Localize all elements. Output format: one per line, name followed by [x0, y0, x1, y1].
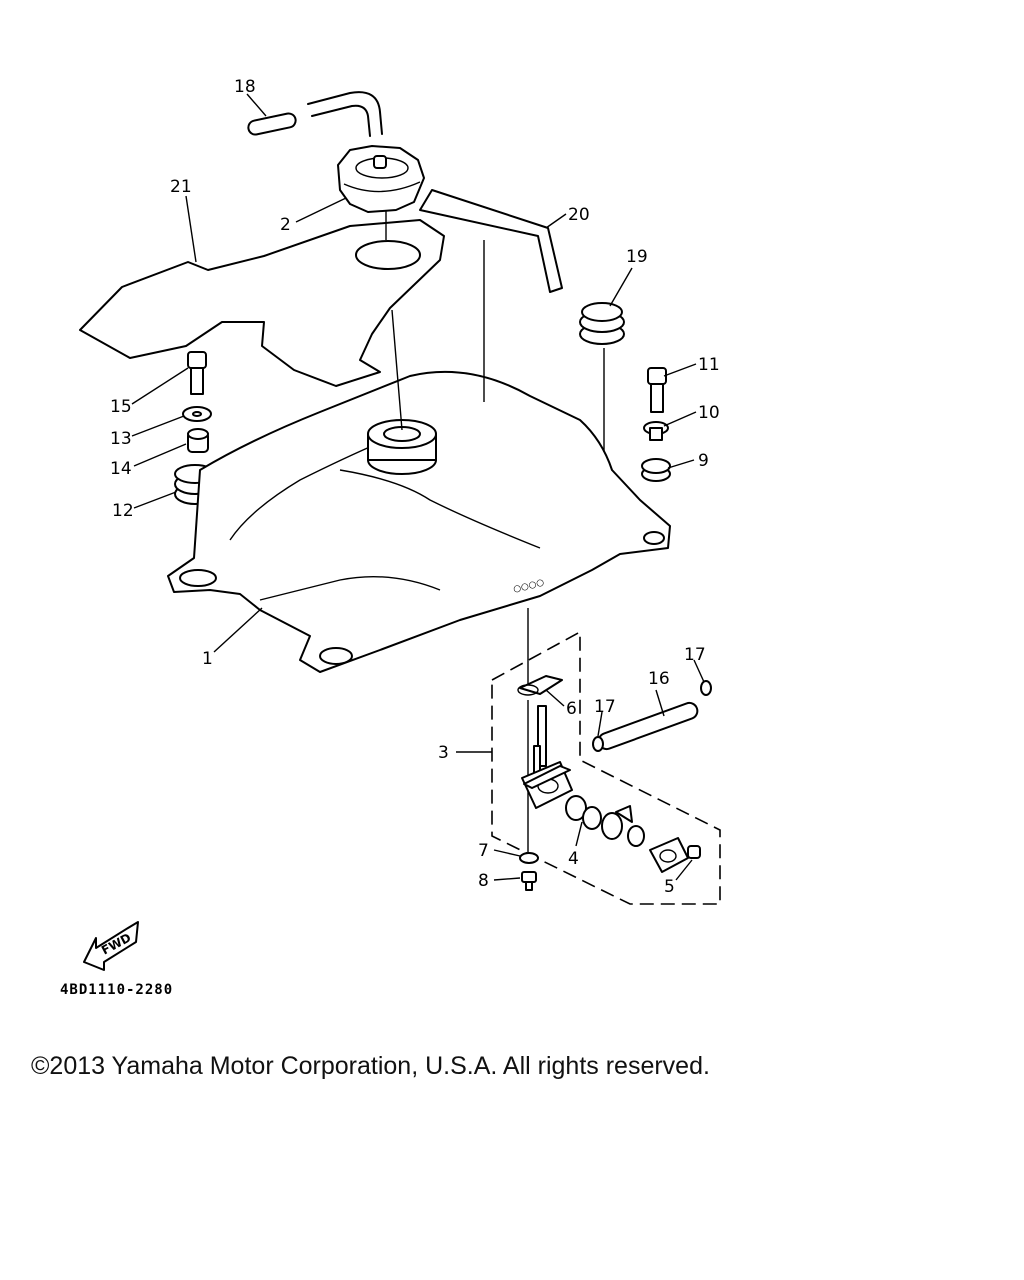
bolt-part-15	[187, 351, 207, 395]
callout-4: 4	[568, 849, 579, 869]
callout-labels: 18 21 2 20 19 11 10 9 15 13 14 12 1 6 17…	[110, 77, 720, 897]
callout-11: 11	[698, 355, 720, 375]
valve-parts-part-4	[565, 795, 645, 847]
copyright-notice: ©2013 Yamaha Motor Corporation, U.S.A. A…	[31, 1052, 710, 1080]
callout-15: 15	[110, 397, 132, 417]
gasket-part-6	[519, 675, 563, 695]
fuel-cock-part-3	[521, 705, 573, 809]
callout-8: 8	[478, 871, 489, 891]
callout-17b: 17	[684, 645, 706, 665]
fuel-cap-part-2	[337, 145, 425, 213]
heat-shield-part-21	[79, 219, 445, 387]
callout-21: 21	[170, 177, 192, 197]
callout-6: 6	[566, 699, 577, 719]
callout-14: 14	[110, 459, 132, 479]
fuel-tank-exploded-diagram: ○○○○	[60, 77, 721, 998]
callout-3: 3	[438, 743, 449, 763]
clip-part-17a	[592, 736, 604, 752]
callout-20: 20	[568, 205, 590, 225]
washer-part-13	[182, 406, 212, 422]
callout-9: 9	[698, 451, 709, 471]
diagram-part-code: 4BD1110-2280	[60, 982, 173, 998]
callout-17a: 17	[594, 697, 616, 717]
bolt-part-11	[647, 367, 667, 413]
bolt-part-8	[521, 871, 537, 891]
callout-18: 18	[234, 77, 256, 97]
fuel-cock-group-box	[491, 630, 721, 905]
damper-part-9	[641, 458, 671, 482]
callout-12: 12	[112, 501, 134, 521]
callout-13: 13	[110, 429, 132, 449]
leader-lines	[131, 93, 705, 881]
breather-hose-part-18	[247, 91, 383, 137]
callout-7: 7	[478, 841, 489, 861]
callout-19: 19	[626, 247, 648, 267]
collar-part-10	[643, 421, 669, 441]
lever-plate-part-5	[649, 837, 701, 873]
callout-16: 16	[648, 669, 670, 689]
washer-part-7	[519, 852, 539, 864]
collar-part-14	[187, 428, 209, 453]
clip-part-17b	[700, 680, 712, 696]
callout-2: 2	[280, 215, 291, 235]
fuel-tank-part-1: ○○○○	[167, 371, 671, 673]
damper-part-19	[579, 302, 625, 345]
callout-1: 1	[202, 649, 213, 669]
forward-arrow-icon: FWD	[83, 921, 139, 971]
callout-5: 5	[664, 877, 675, 897]
strap-part-20	[419, 189, 563, 293]
callout-10: 10	[698, 403, 720, 423]
filler-hole	[355, 240, 421, 270]
